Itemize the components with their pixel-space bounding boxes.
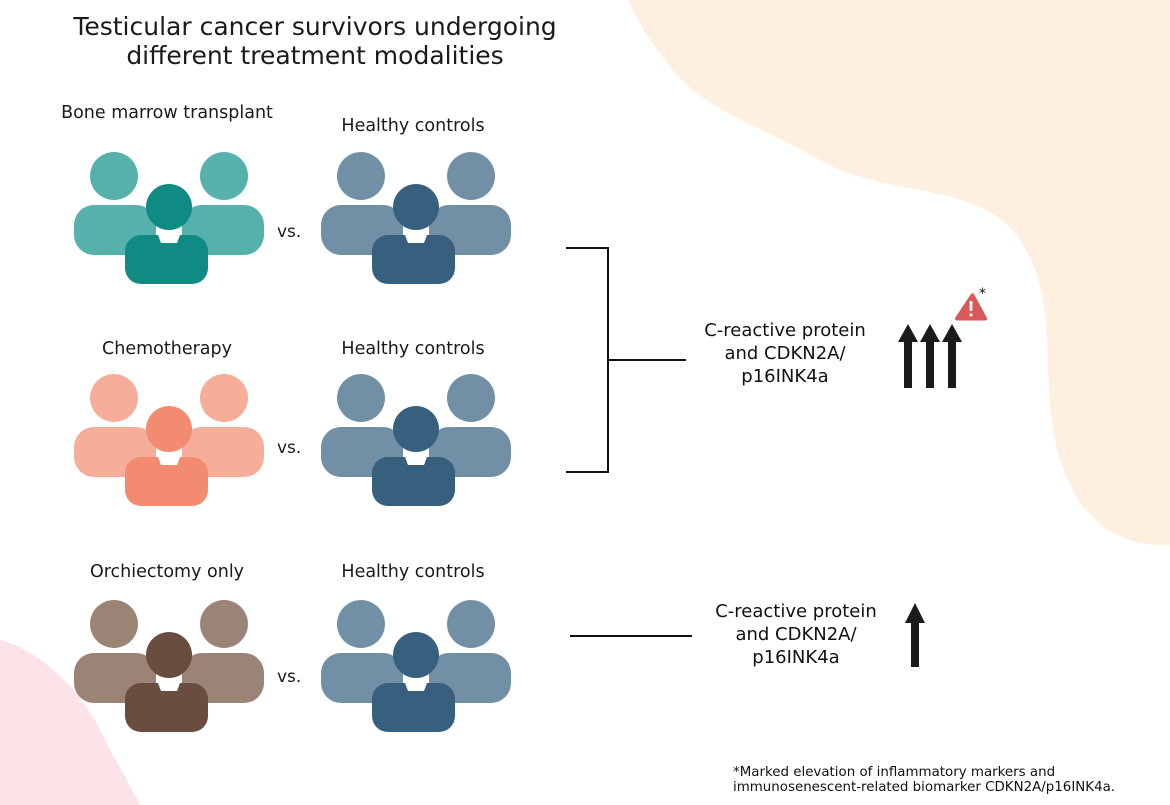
control-group-icon-1 (321, 148, 511, 294)
control-label-1: Healthy controls (341, 116, 485, 136)
warning-asterisk: * (979, 286, 986, 302)
bmt-group-icon (74, 148, 264, 294)
result-text-strong: C-reactive protein and CDKN2A/ p16INK4a (704, 320, 866, 387)
vs-label-3: vs. (277, 667, 302, 687)
control-label-2: Healthy controls (341, 339, 485, 359)
orchiectomy-group-icon (74, 596, 264, 742)
pink-blob (0, 640, 140, 805)
treatment-label-orchiectomy: Orchiectomy only (89, 562, 245, 582)
control-group-icon-3 (321, 596, 511, 742)
warning-icon (954, 293, 988, 321)
vs-label-1: vs. (277, 222, 302, 242)
treatment-label-bmt: Bone marrow transplant (61, 103, 273, 123)
single-up-arrow-icon (905, 603, 925, 667)
control-label-3: Healthy controls (341, 562, 485, 582)
footnote: *Marked elevation of inflammatory marker… (733, 765, 1116, 795)
diagram-title: Testicular cancer survivors undergoing d… (73, 12, 557, 70)
treatment-label-chemo: Chemotherapy (102, 339, 232, 359)
result-text-mild: C-reactive protein and CDKN2A/ p16INK4a (715, 601, 877, 668)
triple-up-arrow-icon (898, 324, 962, 388)
vs-label-2: vs. (277, 438, 302, 458)
chemo-group-icon (74, 370, 264, 516)
bracket-connector (566, 247, 609, 473)
peach-blob (628, 0, 1170, 546)
control-group-icon-2 (321, 370, 511, 516)
